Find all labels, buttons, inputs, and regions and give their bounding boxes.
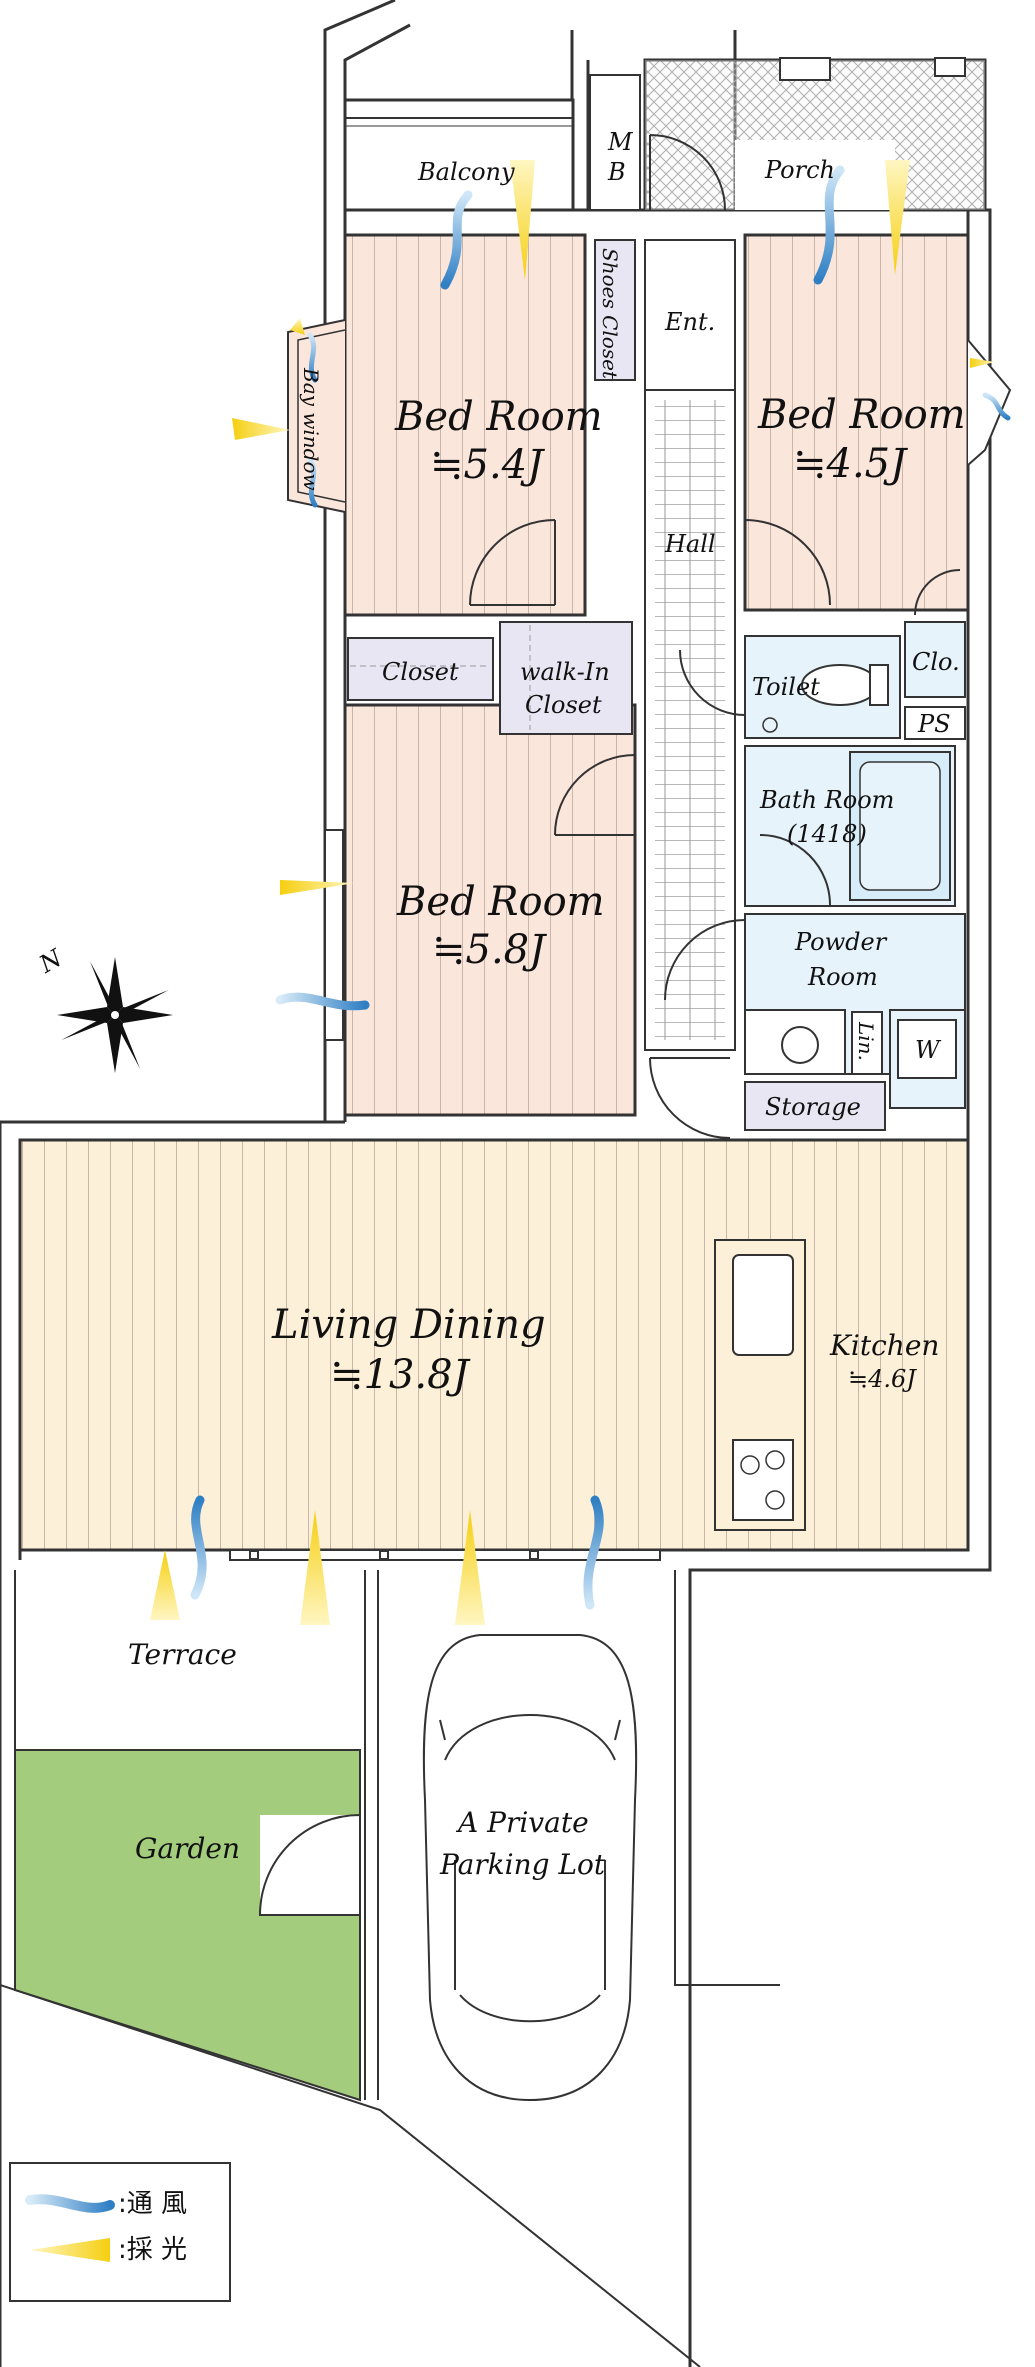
hall: [644, 389, 736, 1051]
label-mb-b: B: [607, 158, 626, 186]
label-compass-n: N: [34, 943, 68, 979]
light-arrows: [150, 160, 995, 1625]
label-balcony: Balcony: [417, 158, 515, 186]
label-kitchen-size: ≒4.6J: [848, 1365, 917, 1393]
compass-rose-icon: [57, 957, 173, 1073]
label-bath-size: (1418): [787, 820, 867, 848]
wind-arrows: [190, 165, 1011, 1610]
porch: [643, 57, 987, 212]
legend-light-label: :採 光: [118, 2235, 187, 2265]
label-bedroom-2: Bed Room: [757, 392, 966, 438]
room-labels: Balcony Porch M B Shoes Closet Ent. Hall…: [34, 128, 966, 2265]
legend: [9, 2162, 231, 2302]
label-toilet: Toilet: [752, 673, 820, 701]
label-living-size: ≒13.8J: [330, 1352, 471, 1398]
clo-room: [904, 621, 966, 698]
label-ps: PS: [917, 710, 951, 738]
label-garden: Garden: [135, 1832, 240, 1865]
label-powder: Powder: [794, 928, 888, 956]
walk-in-closet: [499, 621, 633, 735]
label-walk-in-1: walk-In: [520, 658, 610, 686]
label-parking-2: Parking Lot: [439, 1848, 606, 1881]
entrance: [644, 239, 736, 391]
label-bedroom-3-size: ≒5.8J: [432, 927, 547, 973]
storage: [744, 1081, 886, 1131]
label-powder-room: Room: [807, 963, 878, 991]
bedroom-1: [343, 233, 587, 617]
label-bath: Bath Room: [759, 786, 894, 814]
exterior: [0, 1570, 780, 2367]
label-linen: Lin.: [854, 1021, 878, 1061]
label-parking-1: A Private: [455, 1806, 589, 1839]
label-terrace: Terrace: [128, 1638, 237, 1671]
label-bedroom-1-size: ≒5.4J: [430, 442, 545, 488]
closet: [347, 637, 494, 701]
label-hall: Hall: [664, 530, 716, 558]
label-bedroom-3: Bed Room: [396, 879, 605, 925]
ps-shaft: [904, 706, 966, 740]
label-bay-window: Bay window: [299, 367, 323, 491]
label-bedroom-2-size: ≒4.5J: [793, 441, 908, 487]
car-outline: [422, 1634, 638, 2102]
bedroom-2: [743, 233, 970, 612]
shoes-closet: [594, 239, 636, 381]
balcony: [343, 98, 575, 212]
label-closet: Closet: [382, 658, 459, 686]
bedroom-3: [343, 703, 637, 1117]
kitchen-counter: [714, 1239, 806, 1531]
legend-wind-label: :通 風: [118, 2189, 187, 2219]
living-dining: [18, 1138, 970, 1552]
label-walk-in-2: Closet: [525, 691, 602, 719]
label-shoes-closet: Shoes Closet: [598, 248, 622, 380]
label-entrance: Ent.: [664, 308, 715, 336]
label-porch: Porch: [764, 156, 835, 184]
label-washer: W: [915, 1036, 942, 1064]
label-bedroom-1: Bed Room: [394, 394, 603, 440]
south-windows: [229, 1549, 661, 1561]
label-mb-m: M: [607, 128, 634, 156]
label-kitchen: Kitchen: [829, 1329, 939, 1362]
label-clo: Clo.: [912, 648, 960, 676]
label-living: Living Dining: [271, 1302, 546, 1348]
label-storage: Storage: [765, 1093, 861, 1121]
